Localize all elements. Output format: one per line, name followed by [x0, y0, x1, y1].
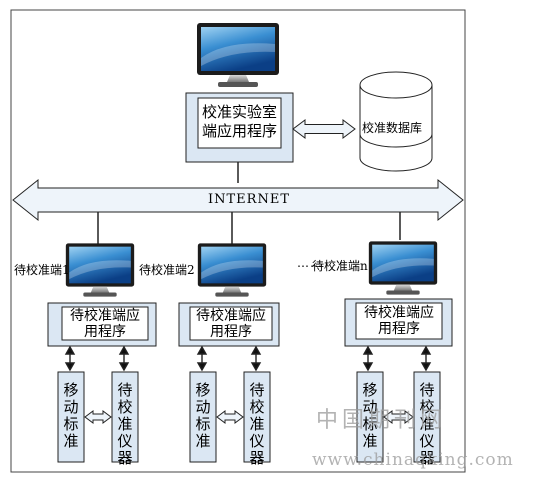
vertical-char: 待: [249, 381, 265, 399]
terminal-2-name: 待校准端2: [139, 263, 195, 277]
database-cylinder-icon: [359, 71, 433, 172]
vertical-char: 准: [419, 415, 435, 433]
vertical-char: 待: [419, 381, 435, 399]
terminal-1-app-label: 待校准端应 用程序: [62, 308, 148, 340]
vertical-char: 准: [117, 415, 133, 433]
terminal-2-mobile-standard-box: [189, 371, 217, 463]
vertical-char: 动: [63, 398, 79, 416]
vertical-char: 标: [362, 415, 378, 433]
terminal-2-app-label-line-1: 待校准端应: [196, 308, 266, 324]
lab-db-double-arrow: [292, 119, 356, 139]
vertical-char: 标: [195, 415, 211, 433]
terminal-2-mobile-standard-label: 移动标准: [190, 382, 216, 450]
vertical-char: 器: [117, 449, 133, 467]
vertical-char: 校: [419, 398, 435, 416]
vertical-char: 器: [419, 449, 435, 467]
vertical-char: 仪: [249, 432, 265, 450]
terminal-2-instrument-label: 待校准仪器: [244, 382, 270, 467]
lab-app-box: [185, 92, 294, 163]
watermark-cn: 中国期刊网: [316, 408, 447, 433]
terminal-1-mobile-standard-label: 移动标准: [58, 382, 84, 450]
watermark-url: www.chinaqking.com: [312, 450, 514, 470]
vertical-char: 移: [362, 381, 378, 399]
terminal-1-app-label-line-1: 待校准端应: [70, 308, 140, 324]
vertical-char: 准: [195, 432, 211, 450]
terminal-n-monitor-icon: [368, 241, 438, 295]
terminal-1-instrument-box: [111, 371, 139, 463]
terminal-2-app-label-line-2: 用程序: [210, 324, 252, 340]
vertical-char: 移: [63, 381, 79, 399]
vertical-char: 动: [195, 398, 211, 416]
lab-app-label-line-1: 校准实验室: [201, 103, 277, 121]
vertical-char: 器: [249, 449, 265, 467]
vertical-char: 校: [249, 398, 265, 416]
terminal-n-app-label: 待校准端应 用程序: [356, 305, 442, 337]
vertical-char: 准: [63, 432, 79, 450]
terminal-1-monitor-icon: [65, 243, 135, 297]
terminal-n-name: 待校准端n: [312, 259, 368, 273]
terminal-2-app-box: [178, 302, 280, 347]
terminal-n-app-label-line-2: 用程序: [378, 321, 420, 337]
ellipsis: ……: [297, 256, 323, 270]
vertical-char: 准: [362, 432, 378, 450]
terminal-1-app-box: [47, 302, 157, 347]
database-label: 校准数据库: [362, 121, 423, 135]
terminal-n-mobile-standard-label: 移动标准: [357, 382, 383, 450]
internet-label: INTERNET: [208, 192, 290, 207]
terminal-n-instrument-box: [413, 371, 441, 463]
terminal-2-app-label: 待校准端应 用程序: [190, 308, 272, 340]
vertical-char: 待: [117, 381, 133, 399]
terminal-2-monitor-icon: [197, 243, 267, 297]
internet-bus-arrow: [12, 178, 464, 222]
lab-app-label-line-2: 端应用程序: [201, 121, 277, 140]
lab-app-label: 校准实验室 端应用程序: [198, 103, 281, 141]
terminal-n-instrument-label: 待校准仪器: [414, 382, 440, 467]
outer-frame: [10, 9, 466, 473]
vertical-char: 仪: [117, 432, 133, 450]
terminal-n-app-label-line-1: 待校准端应: [364, 305, 434, 321]
terminal-1-name: 待校准端1: [14, 263, 70, 277]
terminal-1-mobile-standard-box: [57, 371, 85, 463]
vertical-char: 仪: [419, 432, 435, 450]
terminal-n-app-box: [344, 298, 453, 347]
vertical-char: 校: [117, 398, 133, 416]
lab-monitor-icon: [197, 23, 279, 87]
terminal-1-app-label-line-2: 用程序: [84, 324, 126, 340]
app-device-arrows: [64, 345, 432, 372]
terminal-1-instrument-label: 待校准仪器: [112, 382, 138, 467]
device-double-arrows: [84, 410, 414, 424]
vertical-char: 准: [249, 415, 265, 433]
vertical-char: 动: [362, 398, 378, 416]
vertical-char: 标: [63, 415, 79, 433]
terminal-n-mobile-standard-box: [356, 371, 384, 463]
vertical-char: 移: [195, 381, 211, 399]
terminal-2-instrument-box: [243, 371, 271, 463]
